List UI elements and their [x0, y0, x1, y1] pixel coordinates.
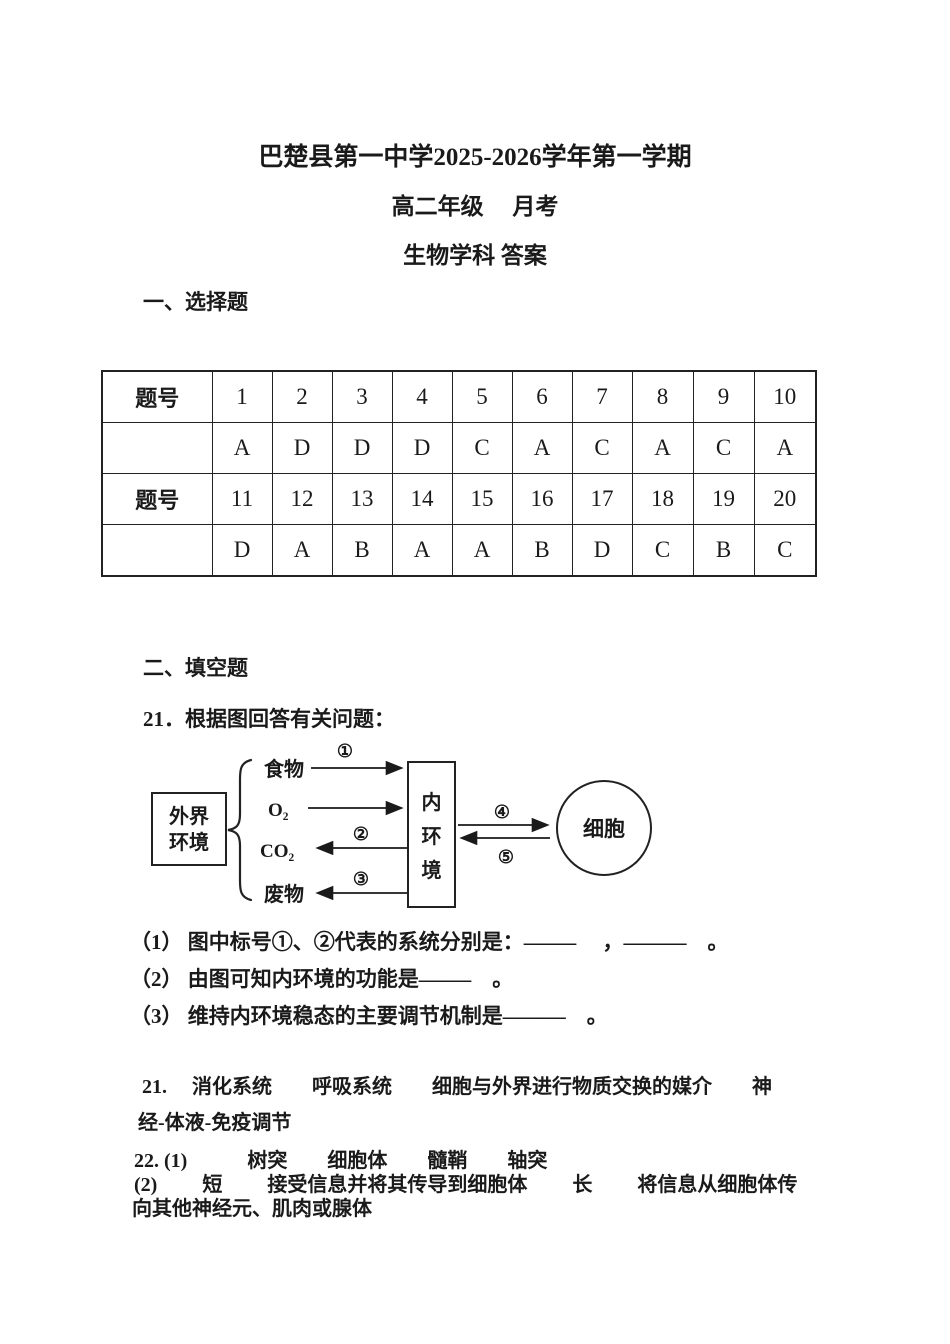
internal-environment-diagram: 外界 环境 食物 O₂ CO₂ 废物 ① ② ③ 内 环 境 ④ ⑤ 细胞: [151, 741, 652, 908]
food-label: 食物: [264, 757, 304, 781]
question-number-cell: 13: [331, 473, 393, 525]
answer-cell: A: [753, 422, 817, 474]
answer-21-line2: 经-体液-免疫调节: [138, 1112, 292, 1134]
table-row-numbers-1-10: 题号 1 2 3 4 5 6 7 8 9 10: [101, 370, 817, 423]
question-number-cell: 10: [753, 370, 817, 423]
question-number-cell: 4: [391, 370, 453, 423]
section-blank-heading: 二、填空题: [143, 656, 248, 680]
external-environment-label-line2: 环境: [169, 830, 209, 854]
question-number-cell: 15: [451, 473, 513, 525]
answer-cell: A: [511, 422, 573, 474]
circled-number-4: ④: [494, 802, 510, 822]
row-header-cell: [101, 524, 213, 577]
circled-number-1: ①: [337, 741, 353, 761]
question-number-cell: 20: [753, 473, 817, 525]
circled-number-5: ⑤: [498, 847, 514, 867]
question-number-cell: 14: [391, 473, 453, 525]
answer-21-line1: 21. 消化系统 呼吸系统 细胞与外界进行物质交换的媒介 神: [142, 1076, 772, 1098]
circled-number-3: ③: [353, 869, 369, 889]
answer-cell: B: [511, 524, 573, 577]
question-number-cell: 17: [571, 473, 633, 525]
external-environment-box: [151, 792, 227, 866]
sub-question-2: （2） 由图可知内环境的功能是––––– 。: [130, 967, 514, 991]
circled-number-2: ②: [353, 824, 369, 844]
answer-cell: D: [391, 422, 453, 474]
answer-22-line3: 向其他神经元、肌肉或腺体: [132, 1198, 372, 1220]
question-number-cell: 6: [511, 370, 573, 423]
answer-cell: C: [692, 422, 755, 474]
answer-cell: D: [571, 524, 633, 577]
cell-label: 细胞: [583, 817, 625, 841]
question-number-cell: 3: [331, 370, 393, 423]
answer-cell: C: [571, 422, 633, 474]
row-header-cell: 题号: [101, 370, 213, 423]
question-number-cell: 18: [631, 473, 694, 525]
sub-question-3: （3） 维持内环境稳态的主要调节机制是–––––– 。: [130, 1004, 608, 1028]
table-row-answers-11-20: D A B A A B D C B C: [101, 524, 817, 577]
question-number-cell: 7: [571, 370, 633, 423]
answer-cell: B: [692, 524, 755, 577]
answer-cell: A: [271, 524, 333, 577]
oxygen-label: O₂: [268, 800, 289, 821]
answer-cell: C: [631, 524, 694, 577]
question-number-cell: 12: [271, 473, 333, 525]
answer-cell: B: [331, 524, 393, 577]
answer-cell: A: [211, 422, 273, 474]
answer-cell: D: [211, 524, 273, 577]
question-number-cell: 19: [692, 473, 755, 525]
subject-answer-title: 生物学科 答案: [403, 243, 547, 268]
grade-exam-title: 高二年级 月考: [391, 194, 559, 219]
question-number-cell: 16: [511, 473, 573, 525]
brace: [227, 758, 253, 902]
question-number-cell: 8: [631, 370, 694, 423]
question-number-cell: 5: [451, 370, 513, 423]
question-number-cell: 2: [271, 370, 333, 423]
question-number-cell: 11: [211, 473, 273, 525]
answer-cell: A: [391, 524, 453, 577]
row-header-cell: 题号: [101, 473, 213, 525]
question-number-cell: 1: [211, 370, 273, 423]
answer-22-line2: (2) 短 接受信息并将其传导到细胞体 长 将信息从细胞体传: [134, 1174, 798, 1196]
answer-cell: C: [753, 524, 817, 577]
answer-cell: D: [331, 422, 393, 474]
internal-environment-box: [407, 761, 456, 908]
internal-environment-char-2: 环: [422, 826, 442, 848]
question-number-cell: 9: [692, 370, 755, 423]
internal-environment-char-1: 内: [422, 790, 442, 814]
table-row-numbers-11-20: 题号 11 12 13 14 15 16 17 18 19 20: [101, 473, 817, 525]
school-term-title: 巴楚县第一中学2025-2026学年第一学期: [258, 144, 692, 171]
answer-cell: A: [451, 524, 513, 577]
section-choice-heading: 一、选择题: [143, 290, 248, 314]
external-environment-label-line1: 外界: [169, 804, 209, 828]
multiple-choice-answer-table: 题号 1 2 3 4 5 6 7 8 9 10 A D D D C A C A …: [101, 370, 817, 577]
answer-22-line1: 22. (1) 树突 细胞体 髓鞘 轴突: [134, 1150, 548, 1172]
table-row-answers-1-10: A D D D C A C A C A: [101, 422, 817, 474]
answer-cell: C: [451, 422, 513, 474]
row-header-cell: [101, 422, 213, 474]
internal-environment-char-3: 境: [422, 858, 442, 882]
question-21-prompt: 21．根据图回答有关问题：: [143, 707, 395, 731]
sub-question-1: （1） 图中标号①、②代表的系统分别是：––––– ，–––––– 。: [130, 930, 729, 954]
answer-cell: D: [271, 422, 333, 474]
carbon-dioxide-label: CO₂: [260, 841, 295, 862]
answer-cell: A: [631, 422, 694, 474]
cell-circle: [556, 780, 652, 876]
waste-label: 废物: [264, 882, 304, 906]
